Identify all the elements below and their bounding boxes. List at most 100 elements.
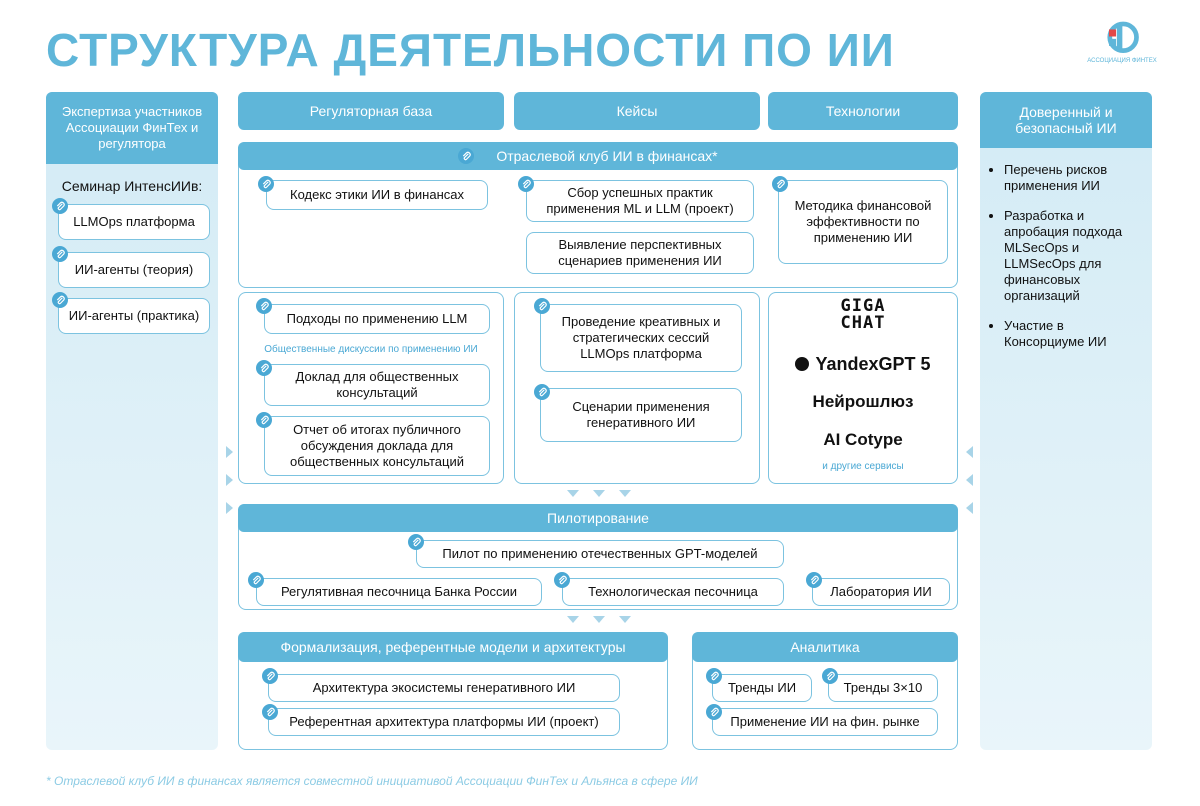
left-column [46,92,218,750]
regulatory-sandbox-label: Регулятивная песочница Банка России [280,584,518,599]
ai-lab-item: Лаборатория ИИ [812,578,950,606]
paperclip-icon [772,176,788,192]
gpt-pilot-label: Пилот по применению отечественных GPT-мо… [442,546,758,561]
club-header: Отраслевой клуб ИИ в финансах* [238,142,958,170]
paperclip-icon [248,572,264,588]
paperclip-icon [408,534,424,550]
gigachat-label: GIGA CHAT [840,296,886,333]
seminar-title: Семинар ИнтенсИИв: [61,178,203,194]
reference-architecture-item: Референтная архитектура платформы ИИ (пр… [268,708,620,736]
paperclip-icon [256,412,272,428]
ecosystem-architecture-label: Архитектура экосистемы генеративного ИИ [312,680,576,695]
paperclip-icon [52,292,68,308]
best-practices-label: Сбор успешных практик применения ML и LL… [546,185,734,216]
column-header-regulatory: Регуляторная база [238,92,504,130]
paperclip-icon [52,198,68,214]
seminar-item-llmops: LLMOps платформа [58,204,210,240]
trends-3x10-label: Тренды 3×10 [843,680,923,695]
arrow-down-icon [593,616,605,623]
footnote: * Отраслевой клуб ИИ в финансах является… [46,774,698,788]
paperclip-icon [256,360,272,376]
ai-lab-label: Лаборатория ИИ [830,584,932,599]
arrow-left-icon [966,446,973,458]
right-column-header: Доверенный и безопасный ИИ [980,92,1152,148]
arrow-down-icon [567,616,579,623]
analytics-header-label: Аналитика [790,639,860,655]
formalization-header: Формализация, референтные модели и архит… [238,632,668,662]
arrow-down-icon [619,490,631,497]
discussion-summary-item: Отчет об итогах публичного обсуждения до… [264,416,490,476]
tech-sandbox-item: Технологическая песочница [562,578,784,606]
left-column-header: Экспертиза участников Ассоциации ФинТех … [46,92,218,164]
analytics-header: Аналитика [692,632,958,662]
efficiency-method-item: Методика финансовой эффективности по при… [778,180,948,264]
other-services-note: и другие сервисы [822,461,904,472]
seminar-item-agents-practice: ИИ-агенты (практика) [58,298,210,334]
seminar-item-label: ИИ-агенты (теория) [74,262,194,277]
yandexgpt-label: YandexGPT 5 [815,354,931,374]
right-column [980,92,1152,750]
llm-approaches-label: Подходы по применению LLM [286,311,468,326]
ethics-code-item: Кодекс этики ИИ в финансах [266,180,488,210]
efficiency-method-label: Методика финансовой эффективности по при… [794,198,932,245]
genai-scenarios-item: Сценарии применения генеративного ИИ [540,388,742,442]
arrow-down-icon [567,490,579,497]
paperclip-icon [806,572,822,588]
paperclip-icon [554,572,570,588]
consultation-report-label: Доклад для общественных консультаций [295,369,459,400]
left-column-header-text: Экспертиза участников Ассоциации ФинТех … [61,104,203,151]
arrow-left-icon [966,502,973,514]
best-practices-item: Сбор успешных практик применения ML и LL… [526,180,754,222]
market-application-item: Применение ИИ на фин. рынке [712,708,938,736]
paperclip-icon [822,668,838,684]
paperclip-icon [262,668,278,684]
aicotype-label: AI Cotype [823,430,903,449]
ecosystem-architecture-item: Архитектура экосистемы генеративного ИИ [268,674,620,702]
market-application-label: Применение ИИ на фин. рынке [730,714,920,729]
ethics-code-label: Кодекс этики ИИ в финансах [290,187,464,202]
page-title: СТРУКТУРА ДЕЯТЕЛЬНОСТИ ПО ИИ [46,24,895,76]
fintech-logo [1092,20,1148,76]
technologies-lower-panel [768,292,958,484]
paperclip-icon [518,176,534,192]
risk-list-item: Разработка и апробация подхода MLSecOps … [1004,208,1138,304]
yandexgpt-dot-icon [795,357,810,371]
llm-approaches-item: Подходы по применению LLM [264,304,490,334]
club-header-label: Отраслевой клуб ИИ в финансах* [496,148,718,164]
scenarios-discovery-label: Выявление перспективных сценариев примен… [558,237,722,268]
seminar-item-agents-theory: ИИ-агенты (теория) [58,252,210,288]
genai-scenarios-label: Сценарии применения генеративного ИИ [572,399,710,430]
arrow-left-icon [966,474,973,486]
column-header-label: Регуляторная база [309,103,433,119]
paperclip-icon [258,176,274,192]
scenarios-discovery-item: Выявление перспективных сценариев примен… [526,232,754,274]
strategic-sessions-item: Проведение креативных и стратегических с… [540,304,742,372]
ai-trends-item: Тренды ИИ [712,674,812,702]
yandexgpt-logo: YandexGPT 5 [768,352,958,376]
gigachat-logo: GIGA CHAT [768,298,958,332]
seminar-item-label: LLMOps платформа [73,214,195,229]
regulatory-sandbox-item: Регулятивная песочница Банка России [256,578,542,606]
risk-list-item: Перечень рисков применения ИИ [1004,162,1138,194]
discussion-summary-label: Отчет об итогах публичного обсуждения до… [289,422,465,469]
paperclip-icon [52,246,68,262]
column-header-label: Кейсы [616,103,658,119]
column-header-cases: Кейсы [514,92,760,130]
seminar-item-label: ИИ-агенты (практика) [68,308,200,323]
paperclip-icon [706,668,722,684]
consultation-report-item: Доклад для общественных консультаций [264,364,490,406]
formalization-header-label: Формализация, референтные модели и архит… [280,639,626,655]
right-column-header-text: Доверенный и безопасный ИИ [1015,104,1117,136]
pilot-header: Пилотирование [238,504,958,532]
risk-list-item: Участие в Консорциуме ИИ [1004,318,1138,350]
trends-3x10-item: Тренды 3×10 [828,674,938,702]
paperclip-icon [262,704,278,720]
paperclip-icon [458,148,474,164]
reference-architecture-label: Референтная архитектура платформы ИИ (пр… [289,714,599,729]
paperclip-icon [706,704,722,720]
column-header-label: Технологии [825,103,901,119]
neuroshluz-label: Нейрошлюз [812,392,914,411]
paperclip-icon [256,298,272,314]
logo-caption: АССОЦИАЦИЯ ФИНТЕХ [1087,58,1157,64]
gpt-pilot-item: Пилот по применению отечественных GPT-мо… [416,540,784,568]
